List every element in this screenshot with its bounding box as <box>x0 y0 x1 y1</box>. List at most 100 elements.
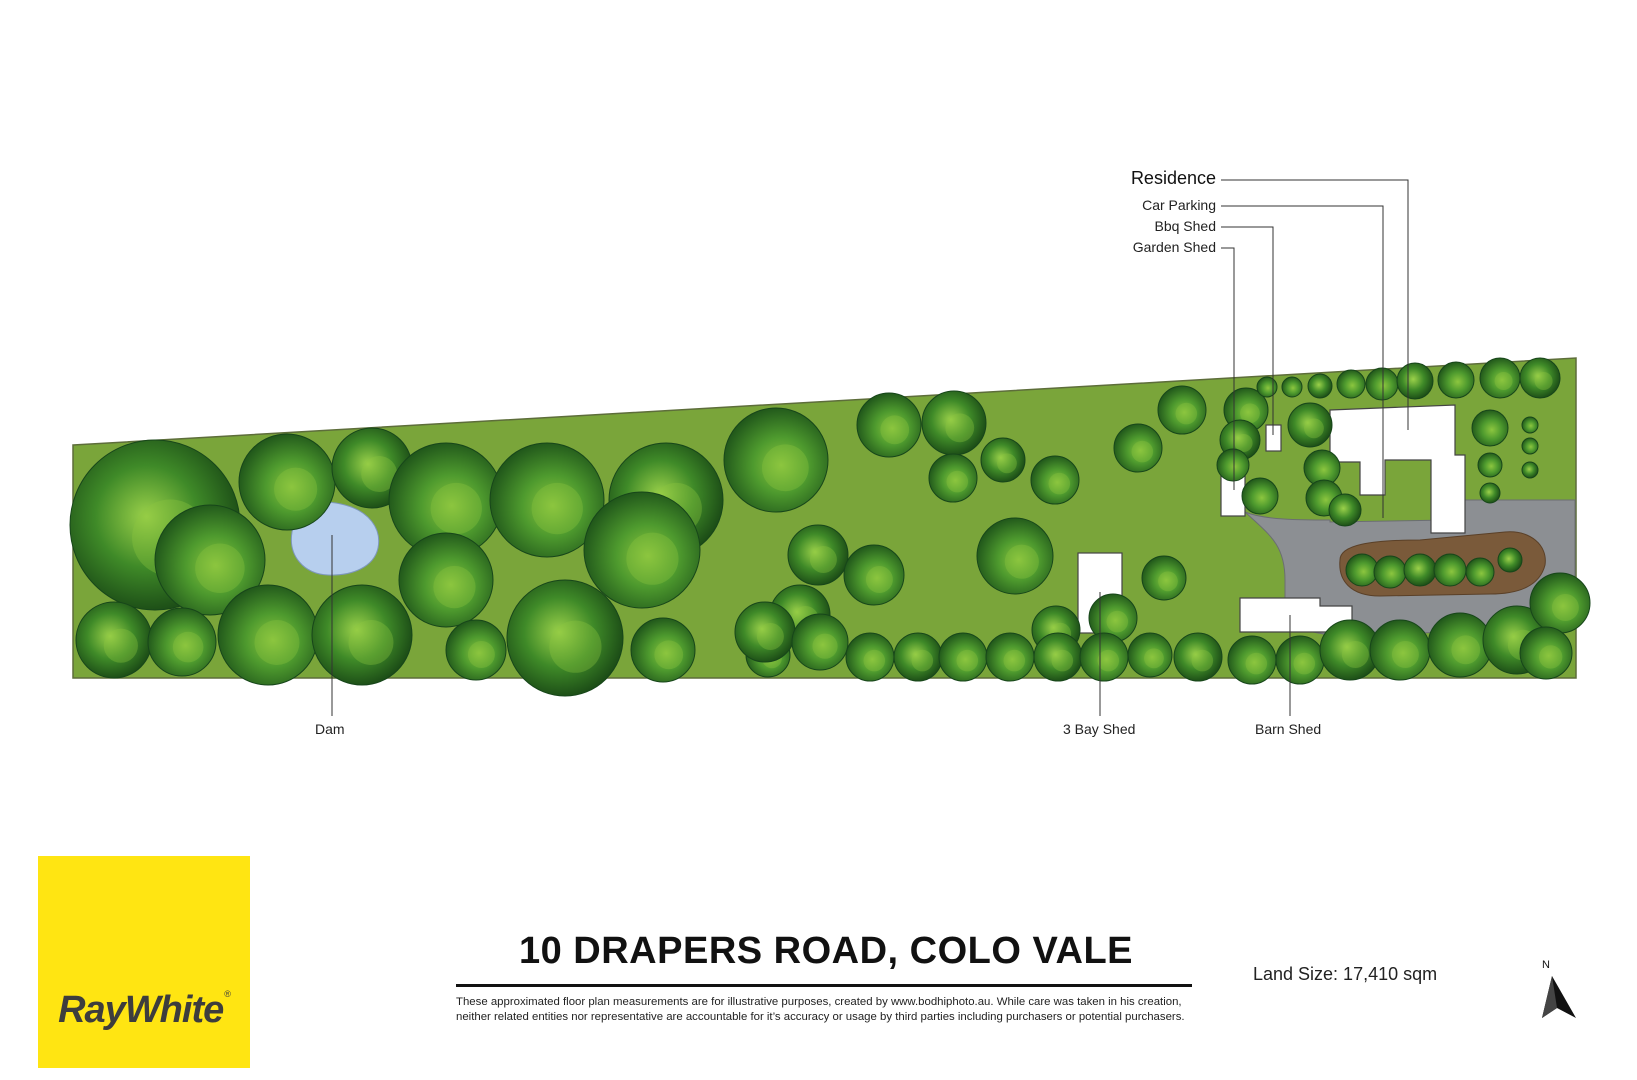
tree-highlight <box>254 620 300 665</box>
barn-shed-building <box>1239 597 1353 633</box>
tree-highlight <box>809 546 837 573</box>
tree-highlight <box>946 470 969 493</box>
tree-highlight <box>1191 649 1214 672</box>
tree-canopy-icon <box>1521 461 1539 479</box>
tree-highlight <box>654 640 684 670</box>
label-three-bay-shed: 3 Bay Shed <box>1063 721 1136 737</box>
tree-canopy-icon <box>976 517 1054 595</box>
tree-highlight <box>1494 372 1513 390</box>
tree-canopy-icon <box>1433 553 1467 587</box>
tree-highlight <box>865 566 893 593</box>
tree-canopy-icon <box>445 619 507 681</box>
tree-canopy-icon <box>1521 416 1539 434</box>
tree-highlight <box>348 620 394 665</box>
tree-highlight <box>1245 652 1268 675</box>
tree-canopy-icon <box>1477 452 1503 478</box>
tree-highlight <box>756 623 784 650</box>
tree-canopy-icon <box>1216 448 1250 482</box>
tree-highlight <box>172 631 204 663</box>
tree-canopy-icon <box>843 544 905 606</box>
tree-canopy-icon <box>928 453 978 503</box>
tree-canopy-icon <box>1437 361 1475 399</box>
tree-canopy-icon <box>1519 626 1573 680</box>
tree-canopy-icon <box>147 607 217 677</box>
disclaimer-text: These approximated floor plan measuremen… <box>456 996 1185 1023</box>
tree-highlight <box>1097 649 1120 672</box>
label-barn-shed: Barn Shed <box>1255 721 1322 737</box>
title-underline <box>456 984 1192 987</box>
tree-canopy-icon <box>1241 477 1279 515</box>
tree-canopy-icon <box>398 532 494 628</box>
tree-highlight <box>1131 440 1154 463</box>
trees-layer <box>69 357 1591 697</box>
tree-canopy-icon <box>489 442 605 558</box>
north-arrow-icon <box>1542 976 1576 1018</box>
tree-canopy-icon <box>1113 423 1163 473</box>
page-title: 10 DRAPERS ROAD, COLO VALE <box>518 930 1134 972</box>
tree-canopy-icon <box>1141 555 1187 601</box>
tree-highlight <box>761 444 809 492</box>
tree-canopy-icon <box>1281 376 1303 398</box>
tree-highlight <box>1341 641 1369 668</box>
label-bbq-shed: Bbq Shed <box>1154 218 1217 234</box>
tree-highlight <box>549 620 602 673</box>
tree-canopy-icon <box>1345 553 1379 587</box>
residence-building <box>1329 404 1466 534</box>
label-residence: Residence <box>1130 168 1216 188</box>
tree-canopy-icon <box>723 407 829 513</box>
tree-highlight <box>1240 403 1260 424</box>
tree-canopy-icon <box>1403 553 1437 587</box>
leader-lines <box>331 179 1409 716</box>
tree-canopy-icon <box>1519 357 1561 399</box>
north-label: N <box>1542 959 1550 971</box>
tree-canopy-icon <box>1307 373 1333 399</box>
tree-highlight <box>1051 649 1074 672</box>
tree-highlight <box>1234 434 1253 452</box>
tree-highlight <box>433 565 476 609</box>
tree-highlight <box>880 415 910 445</box>
tree-canopy-icon <box>1396 362 1434 400</box>
tree-highlight <box>430 482 482 535</box>
tree-highlight <box>956 649 979 672</box>
tree-canopy-icon <box>1030 455 1080 505</box>
tree-canopy-icon <box>583 491 701 609</box>
tree-canopy-icon <box>1465 557 1495 587</box>
tree-canopy-icon <box>787 524 849 586</box>
tree-highlight <box>1534 372 1553 390</box>
tree-highlight <box>1175 402 1198 425</box>
tree-canopy-icon <box>1256 376 1278 398</box>
tree-highlight <box>1004 544 1039 579</box>
tree-highlight <box>1538 645 1563 669</box>
tree-highlight <box>1106 610 1129 633</box>
tree-highlight <box>911 649 934 672</box>
tree-highlight <box>1048 472 1071 495</box>
tree-canopy-icon <box>1365 367 1399 401</box>
tree-highlight <box>1158 571 1178 592</box>
tree-canopy-icon <box>506 579 624 697</box>
bbq-shed-leader <box>1221 226 1274 435</box>
tree-canopy-icon <box>630 617 696 683</box>
tree-canopy-icon <box>1127 632 1173 678</box>
tree-highlight <box>531 482 583 535</box>
label-garden-shed: Garden Shed <box>1132 239 1216 255</box>
tree-canopy-icon <box>311 584 413 686</box>
garden-shed-leader <box>1221 247 1235 490</box>
tree-highlight <box>1003 649 1026 672</box>
tree-highlight <box>997 453 1017 474</box>
logo-text: RayWhite <box>58 989 224 1031</box>
tree-highlight <box>467 641 495 668</box>
tree-highlight <box>1551 594 1579 621</box>
tree-canopy-icon <box>791 613 849 671</box>
tree-canopy-icon <box>1373 555 1407 589</box>
tree-canopy-icon <box>856 392 922 458</box>
tree-highlight <box>945 413 975 443</box>
tree-highlight <box>1144 648 1164 669</box>
label-car-parking: Car Parking <box>1142 197 1216 213</box>
label-dam: Dam <box>315 721 345 737</box>
land-size: Land Size: 17,410 sqm <box>1253 964 1438 984</box>
tree-highlight <box>626 532 679 585</box>
tree-canopy-icon <box>1157 385 1207 435</box>
car-parking-leader <box>1221 205 1384 518</box>
tree-highlight <box>1451 635 1481 665</box>
